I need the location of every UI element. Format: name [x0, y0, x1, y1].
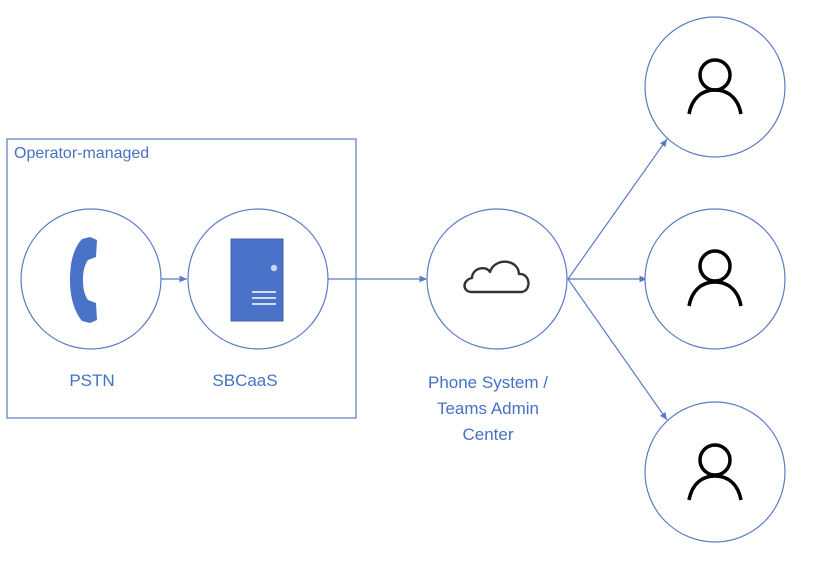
user-node-1 [644, 16, 786, 158]
phone-system-label-line-1: Phone System / [428, 373, 548, 392]
phone-system-node: Phone System / Teams Admin Center [426, 208, 568, 444]
sbcaas-label: SBCaaS [212, 371, 277, 390]
cloud-icon [463, 260, 530, 294]
phone-system-label-line-3: Center [462, 425, 513, 444]
phone-system-label-line-2: Teams Admin [437, 399, 539, 418]
phone-handset-icon [70, 237, 97, 323]
server-icon [230, 238, 284, 322]
pstn-label: PSTN [69, 371, 114, 390]
user-node-3 [644, 401, 786, 543]
group-label: Operator-managed [14, 145, 149, 162]
edge-phone-system-user-1 [567, 138, 668, 280]
user-icon [687, 249, 743, 307]
user-icon [687, 443, 743, 501]
user-icon [687, 58, 743, 115]
pstn-node: PSTN [20, 208, 162, 390]
edges [161, 138, 668, 421]
edge-phone-system-user-3 [567, 278, 668, 421]
sbcaas-node: SBCaaS [187, 208, 329, 390]
user-node-2 [644, 208, 786, 350]
